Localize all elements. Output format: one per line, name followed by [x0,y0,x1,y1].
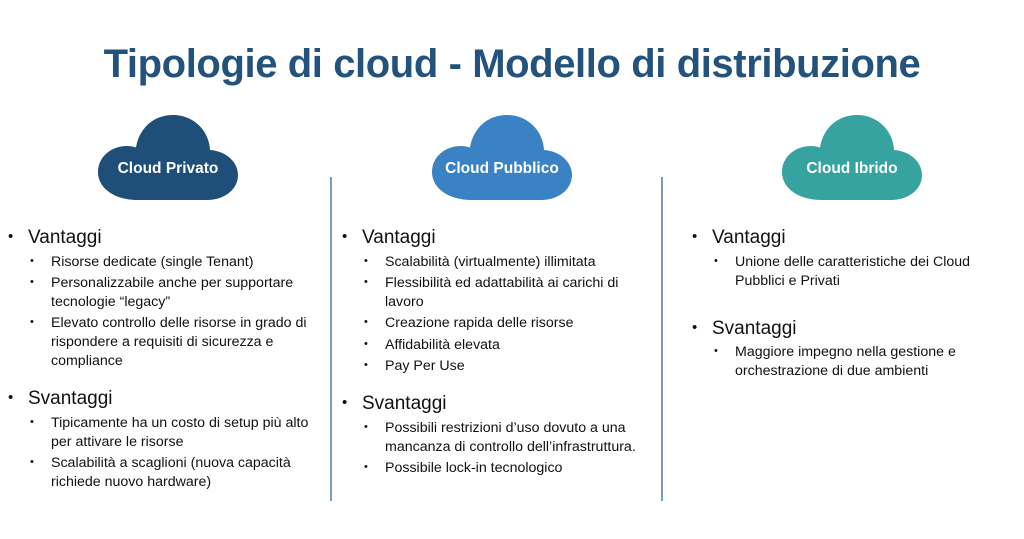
bullet-icon: • [364,276,368,289]
section-heading-label: Vantaggi [362,227,436,248]
section-heading: • Svantaggi [342,392,656,416]
cloud-graphic-wrapper: Cloud Privato [0,112,322,208]
column-cloud-pubblico: Cloud Pubblico • Vantaggi • Scalabilità … [334,112,656,512]
bullet-icon: • [364,254,368,267]
bullet-icon: • [364,359,368,372]
section-vantaggi-ibrido: • Vantaggi • Unione delle caratteristich… [692,226,1008,291]
list-item-label: Flessibilità ed adattabilità ai carichi … [385,275,619,310]
list-item: • Pay Per Use [342,357,656,376]
list-item: • Flessibilità ed adattabilità ai carich… [342,274,656,312]
section-heading-label: Svantaggi [712,317,797,339]
bullet-icon: • [30,316,34,329]
section-svantaggi-ibrido: • Svantaggi • Maggiore impegno nella ges… [692,317,1008,382]
list-item-label: Maggiore impegno nella gestione e orches… [735,344,956,380]
list-item: • Maggiore impegno nella gestione e orch… [692,343,1008,381]
section-heading: • Vantaggi [8,226,322,250]
list-item: • Possibili restrizioni d’uso dovuto a u… [342,419,656,457]
list-item-label: Affidabilità elevata [385,336,500,353]
list-item-label: Scalabilità a scaglioni (nuova capacità … [51,455,291,490]
section-svantaggi-pubblico: • Svantaggi • Possibili restrizioni d’us… [342,392,656,478]
bullet-icon: • [364,337,368,350]
bullet-icon: • [342,228,348,245]
section-items: • Scalabilità (virtualmente) illimitata … [342,253,656,376]
column-cloud-ibrido: Cloud Ibrido • Vantaggi • Unione delle c… [668,112,1008,512]
section-items: • Maggiore impegno nella gestione e orch… [692,343,1008,381]
list-item-label: Possibili restrizioni d’uso dovuto a una… [385,419,636,455]
list-item-label: Risorse dedicate (single Tenant) [51,253,254,270]
list-item: • Scalabilità a scaglioni (nuova capacit… [8,454,322,492]
bullet-icon: • [714,345,718,358]
cloud-icon-ibrido [776,112,928,204]
section-heading-label: Svantaggi [28,388,113,409]
list-item-label: Tipicamente ha un costo di setup più alt… [51,414,309,450]
list-item-label: Elevato controllo delle risorse in grado… [51,315,307,370]
column-divider-2 [661,177,663,501]
bullet-icon: • [692,318,698,336]
section-heading: • Svantaggi [8,387,322,411]
list-item: • Elevato controllo delle risorse in gra… [8,314,322,371]
list-item-label: Creazione rapida delle risorse [385,315,574,332]
section-items: • Possibili restrizioni d’uso dovuto a u… [342,419,656,478]
list-item-label: Unione delle caratteristiche dei Cloud P… [735,253,971,289]
sections-pubblico: • Vantaggi • Scalabilità (virtualmente) … [334,226,656,480]
sections-privato: • Vantaggi • Risorse dedicate (single Te… [0,226,322,494]
bullet-icon: • [30,254,34,267]
cloud-icon-pubblico [426,112,578,204]
section-svantaggi-privato: • Svantaggi • Tipicamente ha un costo di… [8,387,322,492]
section-heading: • Vantaggi [342,226,656,250]
list-item: • Unione delle caratteristiche dei Cloud… [692,253,1008,291]
list-item-label: Pay Per Use [385,358,465,375]
column-divider-1 [330,177,332,501]
section-heading-label: Vantaggi [28,227,102,248]
section-vantaggi-privato: • Vantaggi • Risorse dedicate (single Te… [8,226,322,371]
section-items: • Unione delle caratteristiche dei Cloud… [692,253,1008,291]
bullet-icon: • [30,456,34,468]
cloud-comparison-columns: Cloud Privato • Vantaggi • Risorse dedic… [0,112,1024,512]
list-item: • Scalabilità (virtualmente) illimitata [342,253,656,272]
list-item: • Possibile lock-in tecnologico [342,459,656,478]
bullet-icon: • [364,420,368,433]
list-item: • Tipicamente ha un costo di setup più a… [8,414,322,452]
list-item: • Risorse dedicate (single Tenant) [8,253,322,272]
bullet-icon: • [8,228,14,245]
section-vantaggi-pubblico: • Vantaggi • Scalabilità (virtualmente) … [342,226,656,376]
bullet-icon: • [8,389,14,406]
list-item: • Creazione rapida delle risorse [342,314,656,333]
list-item-label: Possibile lock-in tecnologico [385,460,563,476]
bullet-icon: • [364,461,368,473]
cloud-icon-privato [92,112,244,204]
bullet-icon: • [30,276,34,289]
column-cloud-privato: Cloud Privato • Vantaggi • Risorse dedic… [0,112,322,512]
cloud-graphic-wrapper: Cloud Pubblico [334,112,656,208]
sections-ibrido: • Vantaggi • Unione delle caratteristich… [668,226,1008,384]
bullet-icon: • [30,415,34,428]
section-heading: • Vantaggi [692,226,1008,250]
bullet-icon: • [692,228,698,245]
list-item: • Affidabilità elevata [342,336,656,355]
section-heading-label: Vantaggi [712,227,786,248]
cloud-graphic-wrapper: Cloud Ibrido [668,112,1008,208]
bullet-icon: • [342,394,348,411]
section-items: • Risorse dedicate (single Tenant) • Per… [8,253,322,371]
list-item-label: Personalizzabile anche per supportare te… [51,275,294,310]
section-heading: • Svantaggi [692,317,1008,341]
section-items: • Tipicamente ha un costo di setup più a… [8,414,322,492]
bullet-icon: • [364,316,368,329]
list-item: • Personalizzabile anche per supportare … [8,274,322,312]
list-item-label: Scalabilità (virtualmente) illimitata [385,253,596,270]
section-heading-label: Svantaggi [362,393,447,414]
page-title: Tipologie di cloud - Modello di distribu… [103,42,921,86]
bullet-icon: • [714,254,718,267]
